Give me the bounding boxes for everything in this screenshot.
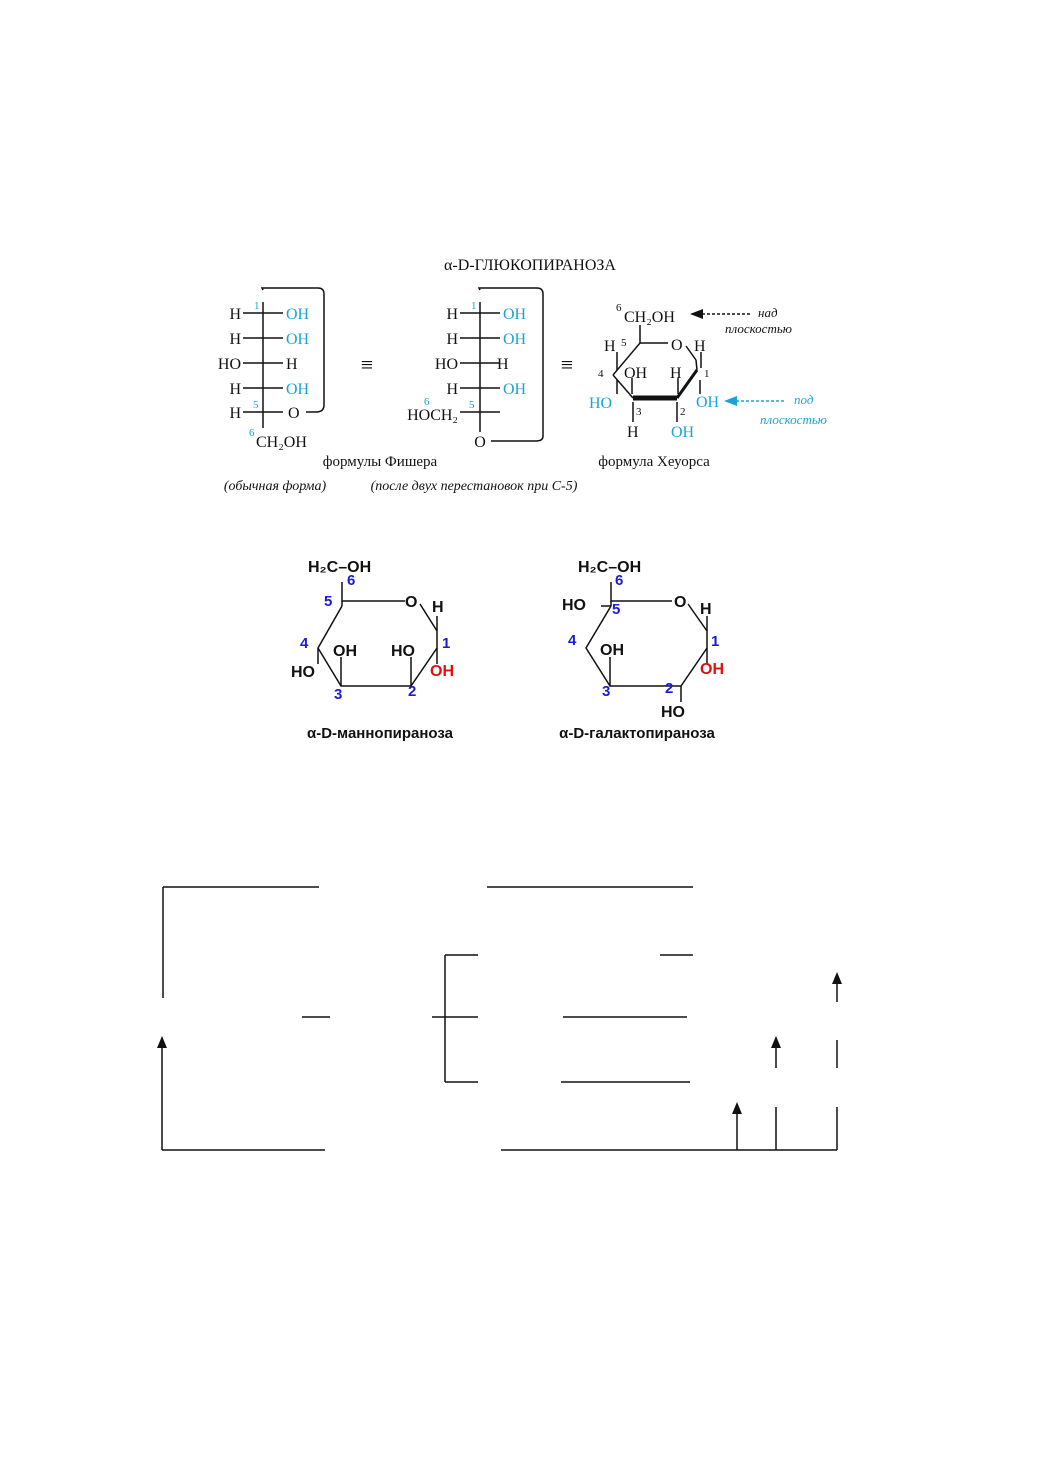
mannose-structure: H₂C–OH 6 5 O H 1 4 OH HO HO OH 3 2 α-D-м…: [291, 559, 454, 742]
scheme-arrow-c: [832, 972, 842, 984]
haworth-top-num: 6: [616, 302, 622, 314]
fischer1-bottom: CH₂OH: [256, 434, 307, 451]
haworth-c1-oh: OH: [696, 394, 720, 411]
fischer1-row5-left: H: [229, 405, 241, 422]
galactose-num6: 6: [615, 572, 623, 589]
fischer2-left5: HOCH₂: [407, 407, 458, 424]
galactose-h1: H: [700, 601, 712, 618]
haworth-c4-ho: HO: [589, 395, 612, 412]
haworth-c1-num: 1: [704, 368, 710, 380]
galactose-num2: 2: [665, 680, 673, 697]
fischer1-row1-right: OH: [286, 306, 310, 323]
fischer1-num5: 5: [253, 399, 259, 411]
mannose-num4: 4: [300, 635, 309, 652]
fischer1-row4-left: H: [229, 381, 241, 398]
fischer2-row3-right: H: [497, 356, 509, 373]
haworth-ring-o: O: [671, 337, 683, 354]
galactose-num1: 1: [711, 633, 719, 650]
mannose-num5: 5: [324, 593, 332, 610]
galactose-ring-o: O: [674, 594, 686, 611]
mannose-ring-o: O: [405, 594, 417, 611]
scheme-arrow-b: [771, 1036, 781, 1048]
haworth-top: CH₂OH: [624, 309, 675, 326]
fischer2-num6: 6: [424, 396, 430, 408]
fischer1-row3-left: HO: [218, 356, 241, 373]
below-plane-arrow: под плоскостью: [724, 392, 827, 427]
fischer2-ring-o: O: [474, 434, 486, 451]
mannose-oh1: OH: [430, 663, 454, 680]
note-usual-form: (обычная форма): [224, 479, 327, 494]
fischer2-num1: 1: [471, 300, 477, 312]
mannose-h1: H: [432, 599, 444, 616]
haworth-formula: 6 CH₂OH H 5 O H 1 4 OH H HO OH 3 2 H OH: [589, 302, 720, 441]
note-after-permutation: (после двух перестановок при С-5): [371, 479, 578, 494]
mannose-num3: 3: [334, 686, 342, 703]
mannose-oh3: OH: [333, 643, 357, 660]
equiv-sign-2: ≡: [561, 352, 573, 377]
galactose-structure: H₂C–OH 6 HO 5 O H 1 4 OH OH 3 2 HO α-D-г…: [559, 559, 724, 742]
fischer2-num5: 5: [469, 399, 475, 411]
fischer2-row4-right: OH: [503, 381, 527, 398]
fischer1-row3-right: H: [286, 356, 298, 373]
fischer2-row1-right: OH: [503, 306, 527, 323]
haworth-c5-num: 5: [621, 337, 627, 349]
galactose-ho2: HO: [661, 704, 685, 721]
mannose-ho2: HO: [391, 643, 415, 660]
galactose-num5: 5: [612, 601, 620, 618]
scheme-arrow-a: [732, 1102, 742, 1114]
haworth-c5-h: H: [604, 338, 616, 355]
haworth-c3-num: 3: [636, 406, 642, 418]
galactose-num3: 3: [602, 683, 610, 700]
haworth-c3-h: H: [627, 424, 639, 441]
mannose-ho4: HO: [291, 664, 315, 681]
galactose-num4: 4: [568, 632, 577, 649]
caption-haworth: формула Хеуорса: [598, 454, 710, 470]
fischer1-row4-right: OH: [286, 381, 310, 398]
haworth-c2-h: H: [670, 365, 682, 382]
haworth-c1-h: H: [694, 338, 706, 355]
fischer-formula-rearranged: H OH H OH HO H H OH 1 5 6 HOCH₂ O: [407, 287, 544, 451]
fischer2-row3-left: HO: [435, 356, 458, 373]
fischer1-num1: 1: [254, 300, 260, 312]
mannose-top: H₂C–OH: [308, 559, 371, 576]
fischer1-row1-left: H: [229, 306, 241, 323]
equiv-sign-1: ≡: [361, 352, 373, 377]
galactose-top: H₂C–OH: [578, 559, 641, 576]
fischer1-row2-left: H: [229, 331, 241, 348]
mannose-num1: 1: [442, 635, 450, 652]
mannose-num2: 2: [408, 683, 416, 700]
haworth-c3-oh: OH: [624, 365, 648, 382]
scheme-arrow-left: [157, 1036, 167, 1048]
caption-fischer: формулы Фишера: [323, 454, 438, 470]
fischer2-row1-left: H: [446, 306, 458, 323]
fischer2-row4-left: H: [446, 381, 458, 398]
galactose-oh1: OH: [700, 661, 724, 678]
above-plane-label: над плоскостью: [725, 305, 792, 336]
galactose-caption: α-D-галактопираноза: [559, 725, 715, 742]
fischer-formula-usual: H OH H OH HO H H OH H O 1 5 6 CH₂OH: [218, 287, 325, 451]
mannose-caption: α-D-маннопираноза: [307, 725, 454, 742]
scheme-frame: [157, 886, 842, 1151]
fischer1-row2-right: OH: [286, 331, 310, 348]
haworth-c2-num: 2: [680, 406, 686, 418]
fischer2-row2-left: H: [446, 331, 458, 348]
haworth-c4-num: 4: [598, 368, 604, 380]
above-plane-arrow: над плоскостью: [690, 305, 792, 336]
fischer1-num6: 6: [249, 427, 255, 439]
fischer2-row2-right: OH: [503, 331, 527, 348]
below-plane-label: под плоскостью: [760, 392, 827, 427]
haworth-c2-oh: OH: [671, 424, 695, 441]
glucose-title: α-D-ГЛЮКОПИРАНОЗА: [444, 257, 616, 274]
fischer1-row5-right: O: [288, 405, 300, 422]
mannose-num6: 6: [347, 572, 355, 589]
galactose-ho4: HO: [562, 597, 586, 614]
galactose-oh3: OH: [600, 642, 624, 659]
